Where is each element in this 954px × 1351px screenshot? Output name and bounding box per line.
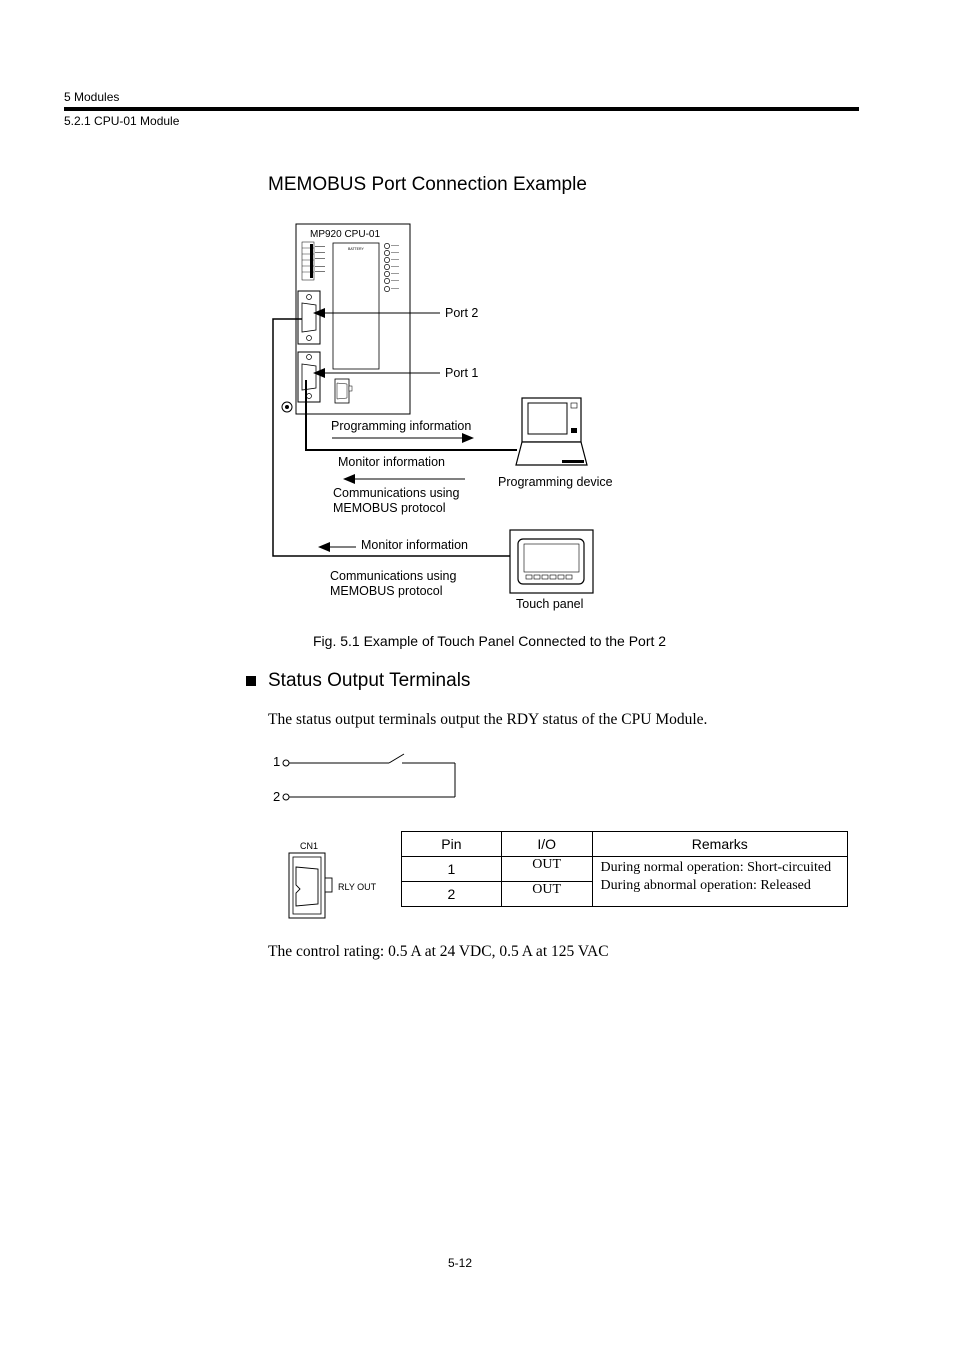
io-cell: OUT [500,881,593,907]
remarks-line-2: During abnormal operation: Released [600,878,811,893]
header-remarks: Remarks [591,831,849,857]
laptop-icon [515,397,588,466]
monitor-info-label-2: Monitor information [361,538,468,552]
pin-cell: 2 [401,881,502,907]
monitor-info-label-1: Monitor information [338,455,445,469]
comm-2-line1: Communications using [330,569,456,583]
comm-1-line1: Communications using [333,486,459,500]
status-leds [384,243,399,292]
programming-cable [305,380,517,451]
section-heading-text: Status Output Terminals [268,670,471,691]
cn1-label: CN1 [300,841,318,851]
figure-title: MEMOBUS Port Connection Example [268,174,587,195]
port2-connector [297,290,321,345]
header-io: I/O [500,831,593,857]
touch-panel-label: Touch panel [516,597,583,611]
cn1-connector: CN1 RLY OUT [288,841,377,919]
figure-caption: Fig. 5.1 Example of Touch Panel Connecte… [313,633,667,649]
section-heading: Status Output Terminals [246,670,470,692]
table-row: 2 OUT [401,881,848,907]
cpu-module: MP920 CPU-01 BATTERY [281,223,411,415]
svg-text:BATTERY: BATTERY [348,247,364,251]
dip-switches [301,241,325,281]
pin-cell: 1 [401,856,502,882]
programming-device-label: Programming device [498,475,613,489]
cn1-connector-small [334,378,353,404]
comm-2-line2: MEMOBUS protocol [330,584,443,598]
comm-1-line2: MEMOBUS protocol [333,501,446,515]
touch-panel-cable [272,318,510,557]
pin-table: Pin I/O Remarks 1 OUT During normal oper… [401,831,849,907]
io-cell: OUT [500,856,593,882]
port1-connector [297,351,321,403]
terminal-2-label: 2 [273,789,280,804]
relay-contact-schematic: 1 2 [273,753,456,804]
programming-info-label: Programming information [331,419,471,433]
table-row: 1 OUT During normal operation: Short-cir… [401,856,849,907]
terminal-1-label: 1 [273,754,280,769]
port1-label: Port 1 [445,366,478,380]
square-bullet-icon [246,676,256,686]
remarks-cell: During normal operation: Short-circuited… [591,856,849,907]
section-header: 5.2.1 CPU-01 Module [64,114,180,128]
chapter-header: 5 Modules [64,90,120,104]
rly-out-label: RLY OUT [338,882,377,892]
description-paragraph: The status output terminals output the R… [268,711,708,728]
port2-label: Port 2 [445,306,478,320]
module-name: MP920 CPU-01 [310,229,380,240]
header-rule [64,107,859,111]
table-header-row: Pin I/O Remarks [401,831,849,857]
header-pin: Pin [401,831,502,857]
remarks-line-1: During normal operation: Short-circuited [600,860,832,875]
touch-panel-icon [509,529,594,594]
control-rating: The control rating: 0.5 A at 24 VDC, 0.5… [268,943,609,960]
page-number: 5-12 [448,1256,473,1270]
